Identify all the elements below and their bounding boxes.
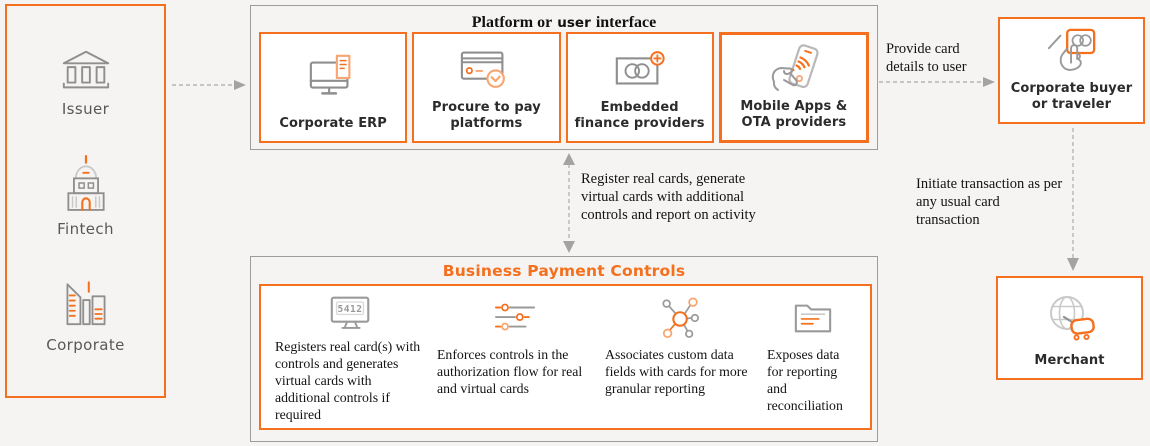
control-item-exposes-data: Exposes data for reporting and reconcili…	[767, 294, 858, 422]
platform-box-label: Mobile Apps & OTA providers	[740, 99, 848, 130]
buyer-to-merchant-arrow	[1065, 128, 1081, 273]
erp-monitor-icon	[307, 34, 359, 116]
bank-icon	[59, 48, 113, 94]
register-cards-note: Register real cards, generate virtual ca…	[581, 171, 756, 223]
issuer-to-platform-arrow	[172, 79, 248, 91]
control-item-text: Exposes data for reporting and reconcili…	[767, 347, 843, 414]
entity-corporate: Corporate	[46, 272, 125, 354]
hand-card-icon	[1042, 19, 1102, 81]
entity-label: Issuer	[61, 100, 110, 118]
platform-box-procure-to-pay: Procure to pay platforms	[412, 32, 561, 143]
merchant-box: Merchant	[996, 276, 1143, 380]
entity-fintech: Fintech	[57, 152, 114, 238]
sliders-icon	[437, 294, 595, 342]
mobile-apps-icon	[766, 35, 822, 99]
controls-panel: Business Payment Controls 5412 Registers…	[250, 256, 878, 442]
platform-box-mobile-apps-ota: Mobile Apps & OTA providers	[718, 32, 869, 143]
folder-report-icon	[767, 294, 858, 342]
platform-title-part3: interface	[595, 14, 657, 31]
platform-box-label: Embedded finance providers	[574, 100, 705, 131]
corporate-buildings-icon	[60, 272, 112, 330]
initiate-transaction-note: Initiate transaction as per any usual ca…	[916, 176, 1063, 228]
data-network-icon	[605, 294, 757, 342]
control-item-text: Enforces controls in the authorization f…	[437, 347, 583, 397]
control-item-custom-data: Associates custom data fields with cards…	[605, 294, 757, 422]
platform-title-part1: Platform or	[471, 14, 553, 31]
buyer-box: Corporate buyer or traveler	[998, 17, 1145, 124]
merchant-box-label: Merchant	[1034, 352, 1105, 368]
embedded-finance-icon	[612, 34, 668, 100]
platform-box-embedded-finance: Embedded finance providers	[565, 32, 714, 143]
globe-cart-icon	[1042, 278, 1098, 353]
platform-box-label: Corporate ERP	[279, 115, 387, 131]
platform-to-buyer-arrow	[879, 76, 997, 88]
buyer-box-label: Corporate buyer or traveler	[1010, 81, 1133, 112]
platform-box-corporate-erp: Corporate ERP	[259, 32, 408, 143]
control-item-text: Registers real card(s) with controls and…	[275, 339, 421, 423]
platform-panel: Platform or user interface	[250, 5, 878, 150]
monitor-screen-text: 5412	[338, 304, 363, 315]
fintech-building-icon	[60, 152, 112, 214]
control-item-text: Associates custom data fields with cards…	[605, 347, 748, 397]
control-item-enforces-controls: Enforces controls in the authorization f…	[437, 294, 595, 422]
provide-card-note: Provide card details to user	[886, 41, 967, 75]
platform-controls-double-arrow	[561, 152, 577, 254]
control-item-registers-cards: 5412 Registers real card(s) with control…	[275, 294, 427, 422]
platform-box-label: Procure to pay platforms	[431, 100, 541, 131]
entity-label: Corporate	[46, 336, 125, 354]
procure-card-icon	[459, 34, 513, 100]
platform-panel-title: Platform or user interface	[251, 12, 877, 32]
controls-inner-box: 5412 Registers real card(s) with control…	[259, 284, 872, 430]
card-number-monitor-icon: 5412	[275, 294, 427, 334]
entities-panel: Issuer Finte	[5, 4, 166, 398]
controls-panel-title: Business Payment Controls	[442, 262, 686, 280]
platform-title-part2: user	[557, 15, 591, 31]
entity-issuer: Issuer	[59, 48, 113, 118]
entity-label: Fintech	[57, 220, 114, 238]
